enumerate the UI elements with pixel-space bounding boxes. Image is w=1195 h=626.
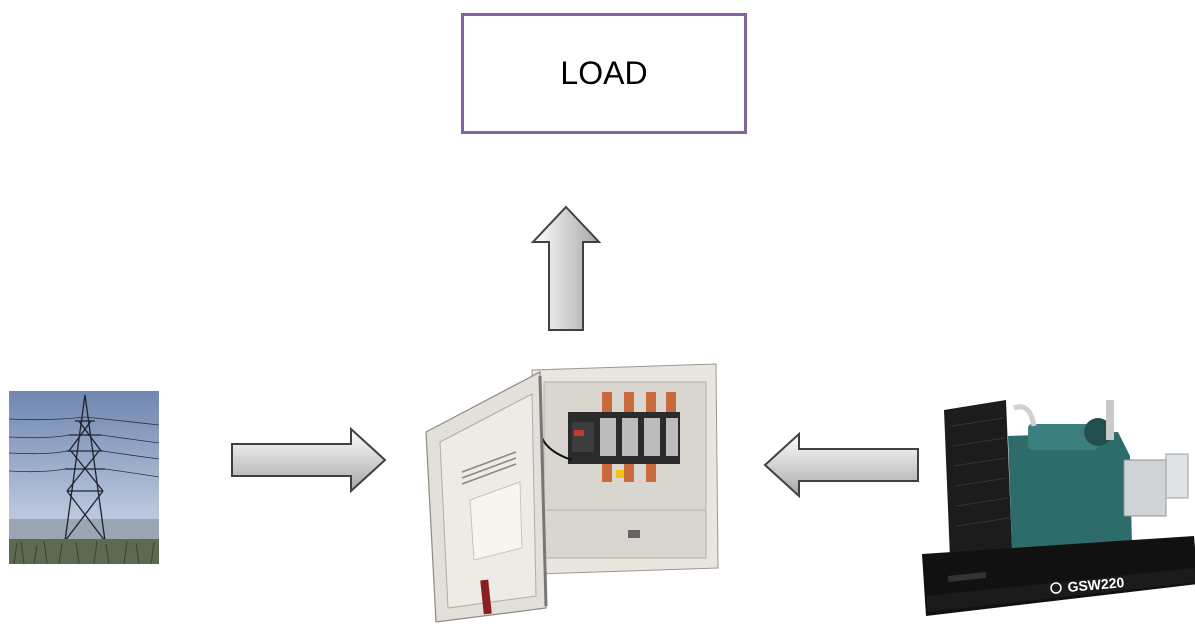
load-box: LOAD xyxy=(461,13,747,134)
transmission-tower-icon xyxy=(9,391,159,564)
up-arrow xyxy=(530,205,602,331)
generator-model-text: GSW220 xyxy=(1067,574,1125,595)
left-arrow-generator xyxy=(763,431,919,499)
right-arrow-mains xyxy=(231,426,387,494)
transfer-switch-panel-icon xyxy=(425,363,719,623)
load-label: LOAD xyxy=(560,55,648,91)
diesel-generator-icon: GSW220 xyxy=(922,400,1195,616)
